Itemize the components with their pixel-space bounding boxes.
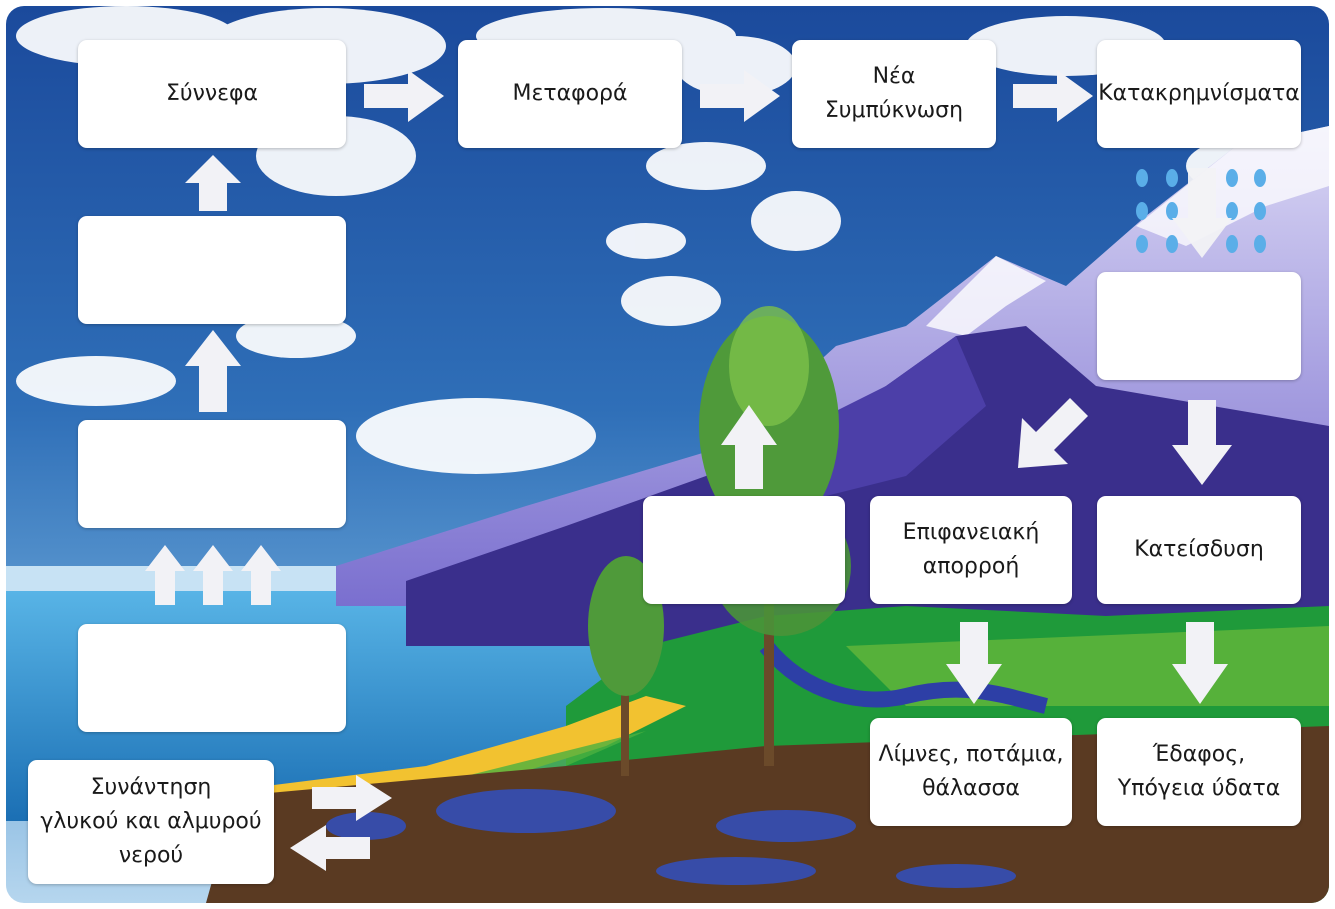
arrow-up-evaporation-1 — [145, 545, 185, 605]
box-blank-left-upper[interactable] — [78, 216, 346, 324]
arrow-diagonal-to-runoff — [1018, 398, 1088, 468]
arrow-left-to-meeting — [290, 825, 370, 871]
box-blank-center[interactable] — [643, 496, 845, 604]
box-clouds: Σύννεφα — [78, 40, 346, 148]
box-infiltration: Κατείσδυση — [1097, 496, 1301, 604]
box-blank-right-upper[interactable] — [1097, 272, 1301, 380]
box-blank-left-lower[interactable] — [78, 624, 346, 732]
rain-drops — [1136, 169, 1266, 253]
arrow-right-condensation-to-precipitation — [1013, 70, 1093, 122]
box-precipitation: Κατακρημνίσματα — [1097, 40, 1301, 148]
box-blank-left-middle[interactable] — [78, 420, 346, 528]
arrow-right-transport-to-condensation — [700, 70, 780, 122]
arrow-down-to-groundwater — [1172, 622, 1228, 704]
arrow-right-clouds-to-transport — [364, 70, 444, 122]
arrow-up-transpiration — [721, 405, 777, 489]
arrow-up-left-middle — [185, 330, 241, 412]
arrow-up-evaporation-2 — [193, 545, 233, 605]
box-fresh-salt-meeting: Συνάντηση γλυκού και αλμυρού νερού — [28, 760, 274, 884]
arrow-down-to-lakes — [946, 622, 1002, 704]
arrow-right-to-soil — [312, 775, 392, 821]
box-transport: Μεταφορά — [458, 40, 682, 148]
box-lakes-rivers-sea: Λίμνες, ποτάμια, θάλασσα — [870, 718, 1072, 826]
arrow-up-to-clouds — [185, 155, 241, 211]
arrow-up-evaporation-3 — [241, 545, 281, 605]
box-soil-groundwater: Έδαφος, Υπόγεια ύδατα — [1097, 718, 1301, 826]
box-surface-runoff: Επιφανειακή απορροή — [870, 496, 1072, 604]
arrow-down-to-infiltration — [1172, 400, 1232, 485]
arrow-down-precipitation — [1172, 168, 1232, 258]
box-new-condensation: Νέα Συμπύκνωση — [792, 40, 996, 148]
